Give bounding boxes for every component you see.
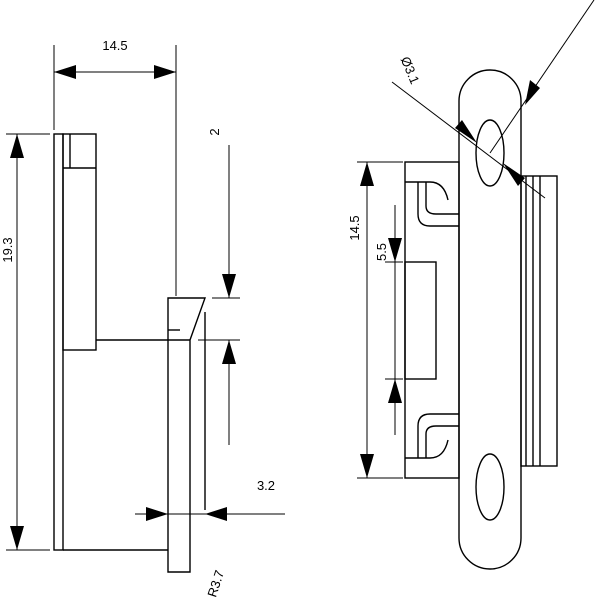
side-tab-outline [62,133,97,351]
front-plate-outline [458,69,522,570]
dimension-slot: 2 [198,128,240,445]
dim-hole-label: Ø3.1 [398,54,423,86]
dim-height-label: 19.3 [0,237,15,262]
dim-center-gap-label: 5.5 [374,243,389,261]
side-view [53,133,206,573]
dimension-height: 19.3 [0,133,50,551]
dim-thickness-label: 3.2 [257,478,275,493]
dimension-width: 14.5 [53,38,177,296]
right-flange-outline [520,175,558,467]
lower-hole [475,453,505,521]
upper-hole [475,119,505,187]
dimension-body-height: 14.5 [347,161,403,479]
dim-slot-label: 2 [207,128,222,135]
dimension-thickness: 3.2 [135,478,285,521]
side-body-outline [53,133,64,551]
front-body-outline [404,161,460,479]
front-view [404,69,558,570]
dimension-hole: Ø3.1 [391,0,595,199]
side-plate-outline [167,297,206,573]
dim-body-height-label: 14.5 [347,215,362,240]
dim-width-label: 14.5 [102,38,127,53]
center-window [404,261,437,380]
dimension-center-gap: 5.5 [374,205,403,435]
dim-radius-label: R3.7 [204,568,227,599]
